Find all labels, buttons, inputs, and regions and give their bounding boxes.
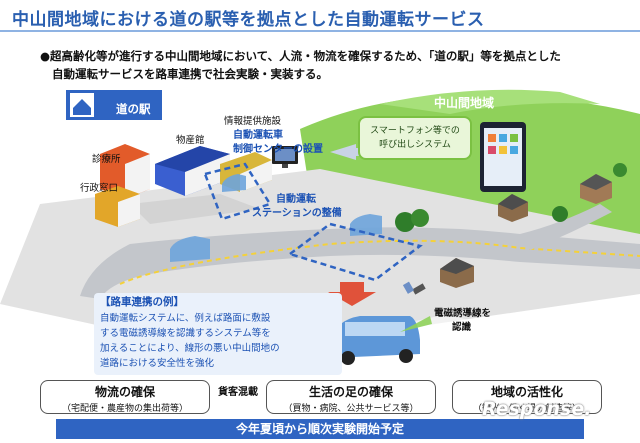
autonomous-vehicle-3 — [222, 174, 246, 192]
info-facility-label: 情報提供施設 — [224, 116, 282, 127]
smartphone-icon — [480, 122, 526, 192]
control-center-label-1: 自動運転車 — [233, 130, 283, 141]
hill-house-3 — [440, 258, 474, 288]
em-guide-label-1: 電磁誘導線を — [434, 308, 492, 319]
station-house-icon — [73, 99, 91, 115]
hill-house-2 — [580, 174, 612, 204]
shop-label: 物産館 — [176, 135, 205, 146]
roadside-line-4: 道路における安全性を強化 — [100, 358, 215, 369]
call-system-bubble: スマートフォン等での 呼び出しシステム — [358, 116, 472, 160]
title-divider — [0, 30, 640, 32]
freight-passenger-label: 貨客混載 — [218, 387, 258, 398]
zoom-arrow — [328, 282, 376, 306]
ad-station-label-1: 自動運転 — [276, 194, 316, 205]
benefit-mobility-title: 生活の足の確保 — [308, 385, 393, 399]
ad-station-label-2: ステーションの整備 — [252, 208, 342, 219]
control-center-label-2: 制御センターの設置 — [233, 144, 323, 155]
station-parking — [130, 194, 260, 224]
hill-road — [520, 204, 612, 250]
benefit-logistics-sub: （宅配便・農産物の集出荷等） — [61, 404, 188, 414]
computer-icon — [272, 146, 298, 168]
main-road — [80, 227, 640, 299]
em-guide-label-2: 認識 — [452, 322, 472, 333]
route-zone-outline — [287, 222, 423, 282]
roadside-line-3: 加えることにより、線形の悪い中山間地の — [100, 343, 280, 354]
autonomous-vehicle-1 — [170, 236, 210, 262]
benefit-logistics-title: 物流の確保 — [94, 385, 155, 399]
road-center-line — [119, 239, 640, 285]
michi-no-eki-label: 道の駅 — [116, 102, 151, 116]
roadside-example-box — [94, 293, 342, 375]
admin-office-label: 行政窓口 — [80, 183, 119, 194]
clinic-label: 診療所 — [92, 154, 121, 165]
benefit-mobility-sub: （買物・病院、公共サービス等） — [283, 404, 419, 414]
intro-line-2: 自動運転サービスを路車連携で社会実験・実装する。 — [52, 67, 328, 81]
benefit-revitalization-title: 地域の活性化 — [490, 385, 563, 399]
mountain-region-highlight — [380, 89, 600, 114]
signal-beam — [400, 316, 432, 332]
autonomous-vehicle-2 — [350, 214, 382, 236]
call-system-line-2: 呼び出しシステム — [379, 140, 451, 150]
station-zone-outline — [203, 162, 272, 221]
schedule-banner: 今年夏頃から順次実験開始予定 — [56, 419, 584, 439]
benefit-mobility: 生活の足の確保 （買物・病院、公共サービス等） — [266, 380, 436, 414]
call-system-line-1: スマートフォン等での — [370, 126, 460, 136]
roadside-line-2: する電磁誘導線を認識するシステム等を — [100, 328, 271, 339]
intro-line-1: ●超高齢化等が進行する中山間地域において、人流・物流を確保するため、「道の駅」等… — [40, 49, 561, 63]
page-title: 中山間地域における道の駅等を拠点とした自動運転サービス — [12, 10, 485, 30]
mountain-region-label: 中山間地域 — [434, 96, 495, 110]
admin-office-building — [95, 186, 140, 227]
hill-house-1 — [498, 194, 528, 222]
benefit-logistics: 物流の確保 （宅配便・農産物の集出荷等） — [40, 380, 210, 414]
benefit-revitalization: 地域の活性化 （観光・働く場の創造等） — [452, 380, 602, 414]
response-watermark: Response. — [482, 398, 592, 420]
shop-building — [155, 146, 230, 196]
roadside-line-1: 自動運転システムに、例えば路面に敷設 — [100, 313, 271, 324]
zoomed-autonomous-vehicle — [330, 316, 420, 365]
clinic-building — [100, 144, 150, 199]
benefit-revitalization-sub: （観光・働く場の創造等） — [472, 404, 581, 414]
satellite-icon — [402, 281, 426, 295]
trees — [395, 163, 627, 232]
roadside-example-title: 【路車連携の例】 — [100, 296, 184, 308]
